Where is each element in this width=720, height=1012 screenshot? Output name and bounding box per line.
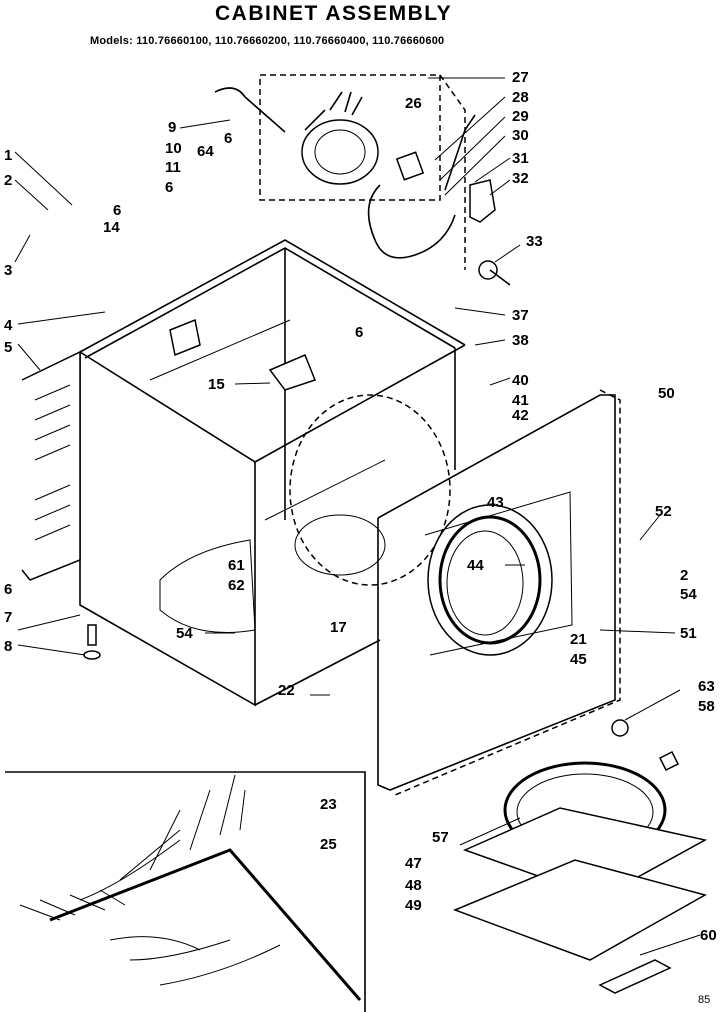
callout-26: 26 bbox=[405, 95, 422, 112]
callout-62: 62 bbox=[228, 577, 245, 594]
callout-49: 49 bbox=[405, 897, 422, 914]
callout-9: 9 bbox=[168, 119, 176, 136]
callout-42: 42 bbox=[512, 407, 529, 424]
callout-2-right: 2 bbox=[680, 567, 688, 584]
callout-11: 11 bbox=[165, 159, 181, 176]
callout-38: 38 bbox=[512, 332, 529, 349]
callout-15: 15 bbox=[208, 376, 225, 393]
callout-32: 32 bbox=[512, 170, 529, 187]
callout-21: 21 bbox=[570, 631, 587, 648]
callout-3: 3 bbox=[4, 262, 12, 279]
door-assembly bbox=[452, 719, 708, 994]
callout-2: 2 bbox=[4, 172, 12, 189]
callout-7: 7 bbox=[4, 609, 12, 626]
callout-58: 58 bbox=[698, 698, 715, 715]
callout-52: 52 bbox=[655, 503, 672, 520]
callout-6-a: 6 bbox=[165, 179, 173, 196]
callout-63: 63 bbox=[698, 678, 715, 695]
callout-6-d: 6 bbox=[355, 324, 363, 341]
callout-37: 37 bbox=[512, 307, 529, 324]
callout-60: 60 bbox=[700, 927, 717, 944]
callout-44: 44 bbox=[467, 557, 484, 574]
callout-29: 29 bbox=[512, 108, 529, 125]
diagram-code: 85 bbox=[698, 994, 710, 1006]
callout-22: 22 bbox=[278, 682, 295, 699]
callout-33: 33 bbox=[526, 233, 543, 250]
callout-14: 14 bbox=[103, 219, 120, 236]
callout-30: 30 bbox=[512, 127, 529, 144]
callout-1: 1 bbox=[4, 147, 12, 164]
callout-48: 48 bbox=[405, 877, 422, 894]
callout-17: 17 bbox=[330, 619, 347, 636]
callout-54-right: 54 bbox=[680, 586, 697, 603]
belt-idler-parts bbox=[444, 114, 511, 286]
callout-45: 45 bbox=[570, 651, 587, 668]
callout-64: 64 bbox=[197, 143, 214, 160]
callout-31: 31 bbox=[512, 150, 529, 167]
leader-lines bbox=[14, 77, 701, 956]
model-numbers: Models: 110.76660100, 110.76660200, 110.… bbox=[90, 35, 445, 47]
callout-57: 57 bbox=[432, 829, 449, 846]
callout-23: 23 bbox=[320, 796, 337, 813]
callout-6-lower: 6 bbox=[4, 581, 12, 598]
cabinet-body bbox=[21, 239, 466, 707]
motor-assembly bbox=[214, 74, 466, 270]
callout-51: 51 bbox=[680, 625, 697, 642]
callout-61: 61 bbox=[228, 557, 245, 574]
callout-54-left: 54 bbox=[176, 625, 193, 642]
callout-43: 43 bbox=[487, 494, 504, 511]
diagram-title: CABINET ASSEMBLY bbox=[215, 2, 453, 25]
callout-5: 5 bbox=[4, 339, 12, 356]
callout-25: 25 bbox=[320, 836, 337, 853]
callout-labels: 1 2 3 4 5 6 7 8 9 10 11 6 64 6 14 6 26 2… bbox=[4, 69, 717, 1006]
callout-4: 4 bbox=[4, 317, 13, 334]
callout-10: 10 bbox=[165, 140, 182, 157]
wiring-harness bbox=[5, 771, 366, 1012]
callout-40: 40 bbox=[512, 372, 529, 389]
callout-8: 8 bbox=[4, 638, 12, 655]
callout-50: 50 bbox=[658, 385, 675, 402]
callout-27: 27 bbox=[512, 69, 529, 86]
callout-47: 47 bbox=[405, 855, 422, 872]
callout-6-b: 6 bbox=[224, 130, 232, 147]
callout-41: 41 bbox=[512, 392, 529, 409]
front-panel bbox=[377, 389, 621, 796]
callout-28: 28 bbox=[512, 89, 529, 106]
callout-6-c: 6 bbox=[113, 202, 121, 219]
